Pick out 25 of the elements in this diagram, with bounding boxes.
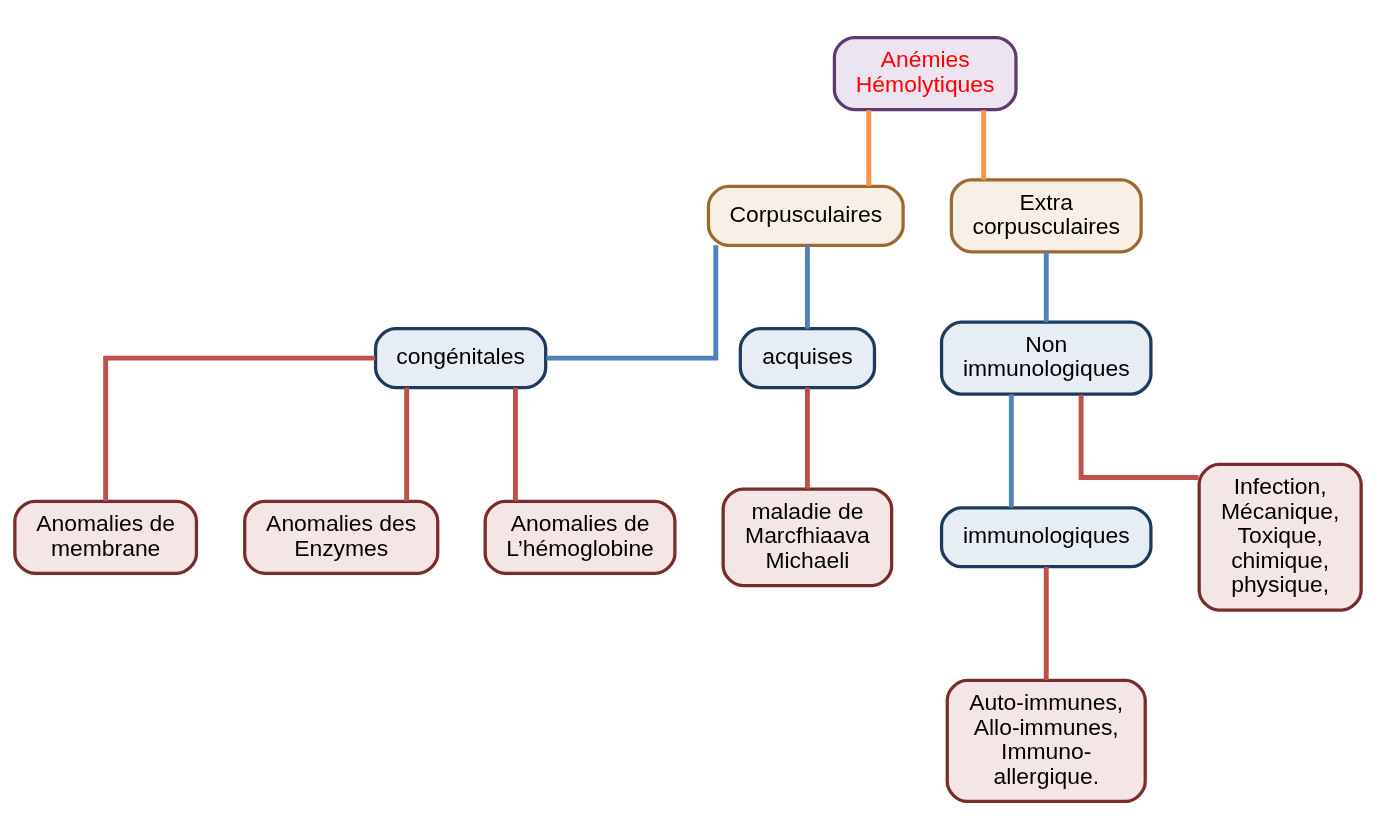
- node-box: Anomalies de L’hémoglobine: [483, 499, 677, 575]
- connector: [1043, 566, 1049, 680]
- connector: [404, 387, 410, 501]
- connector: [1078, 394, 1199, 480]
- node-box: immunologiques: [939, 505, 1153, 568]
- connector: [1043, 252, 1049, 322]
- node-box: Infection, Mécanique, Toxique, chimique, physique,: [1197, 462, 1363, 612]
- connector: [546, 244, 719, 361]
- connector: [804, 387, 810, 489]
- connector: [981, 109, 987, 180]
- node-box: acquises: [738, 326, 877, 389]
- node-box: maladie de Marcfhiaava Michaeli: [721, 486, 894, 587]
- node-box: Non immunologiques: [939, 320, 1153, 396]
- node-box: Auto-immunes, Allo-immunes, Immuno-allergique.: [945, 678, 1147, 803]
- node-box: Anomalies de membrane: [13, 499, 199, 575]
- node-box: Anomalies des Enzymes: [243, 499, 440, 575]
- connector: [1008, 393, 1014, 508]
- node-box: congénitales: [373, 326, 548, 389]
- connector: [103, 355, 376, 501]
- connector: [804, 244, 810, 329]
- connector: [866, 109, 872, 186]
- node-box: Corpusculaires: [706, 184, 905, 247]
- node-box: Extra corpusculaires: [949, 177, 1143, 253]
- node-box: Anémies Hémolytiques: [832, 35, 1018, 111]
- connector: [512, 387, 518, 501]
